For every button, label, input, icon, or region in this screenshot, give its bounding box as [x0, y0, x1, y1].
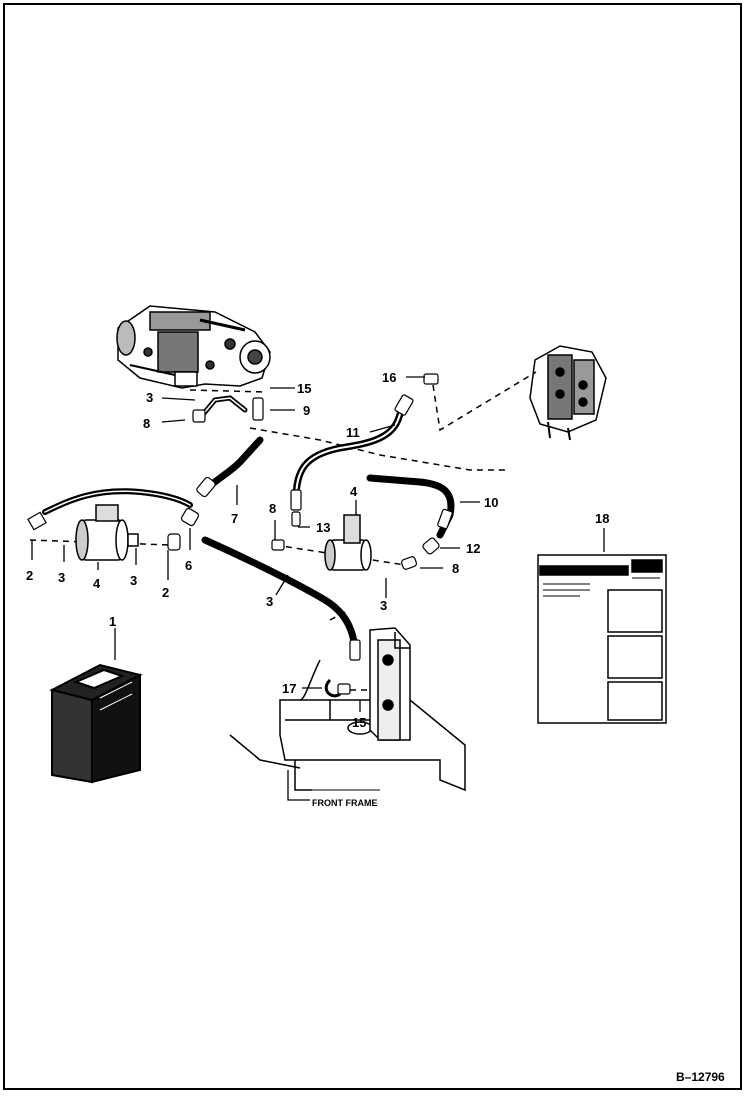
leader-lines: [31, 376, 605, 801]
callout-13: 13: [316, 520, 330, 535]
callout-2-right: 2: [162, 585, 169, 600]
battery-box: [49, 663, 143, 784]
instructions-decal: [537, 554, 667, 724]
callout-8-center: 8: [269, 501, 276, 516]
callout-4-right: 4: [350, 484, 358, 499]
callout-8-pump: 8: [143, 416, 150, 431]
callout-1: 1: [109, 614, 116, 629]
callout-2-left: 2: [26, 568, 33, 583]
callout-16: 16: [382, 370, 396, 385]
page-border: [3, 3, 742, 1090]
front-frame: [229, 627, 466, 792]
callout-17: 17: [282, 681, 296, 696]
callout-3-left-b: 3: [130, 573, 137, 588]
callout-3-right: 3: [380, 598, 387, 613]
fittings: [27, 373, 453, 698]
callout-15-pump: 15: [297, 381, 311, 396]
filter-left: [75, 504, 139, 561]
front-frame-label: FRONT FRAME: [312, 798, 378, 808]
callout-3-pump: 3: [146, 390, 153, 405]
callout-12: 12: [466, 541, 480, 556]
callout-7: 7: [231, 511, 238, 526]
callout-18: 18: [595, 511, 609, 526]
figure-number: B–12796: [676, 1070, 725, 1084]
decal-title: INSTRUCTIONS: [554, 566, 622, 576]
callouts: 1 2 2 3 3 3 3 3 4 4 6 7 8 8 8 9 10 11 12…: [26, 370, 609, 730]
callout-10: 10: [484, 495, 498, 510]
callout-4-left: 4: [93, 576, 101, 591]
filter-right: [324, 514, 372, 571]
callout-15-frame: 15: [352, 715, 366, 730]
injection-pump: [116, 305, 271, 389]
callout-8-right: 8: [452, 561, 459, 576]
control-valve: [529, 345, 607, 441]
callout-6: 6: [185, 558, 192, 573]
callout-11: 11: [346, 425, 360, 440]
callout-3-center: 3: [266, 594, 273, 609]
callout-3-left-a: 3: [58, 570, 65, 585]
callout-9: 9: [303, 403, 310, 418]
